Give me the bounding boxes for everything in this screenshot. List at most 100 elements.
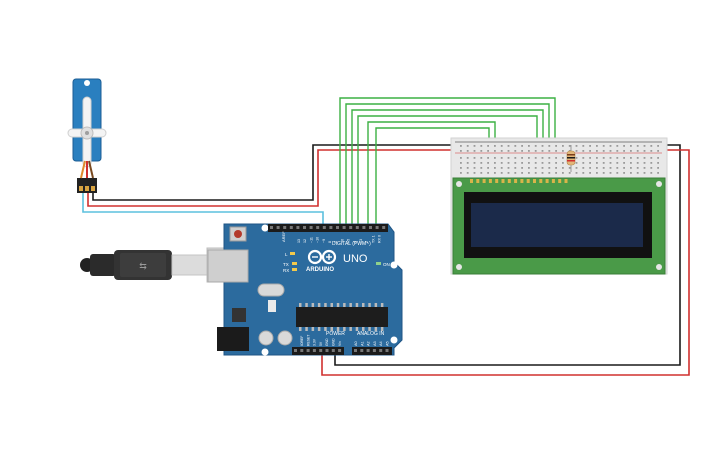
breadboard-hole[interactable] [596, 167, 598, 169]
breadboard-hole[interactable] [562, 157, 564, 159]
breadboard-hole[interactable] [630, 162, 632, 164]
breadboard-hole[interactable] [473, 157, 476, 159]
breadboard-hole[interactable] [473, 145, 476, 147]
breadboard-hole[interactable] [534, 167, 537, 169]
wire-servo-signal[interactable] [82, 193, 324, 225]
breadboard-hole[interactable] [643, 157, 646, 159]
breadboard-hole[interactable] [507, 150, 510, 152]
pin-hole[interactable] [276, 226, 280, 229]
breadboard-hole[interactable] [460, 145, 462, 147]
pin-hole[interactable] [336, 226, 339, 229]
pin-hole[interactable] [322, 226, 326, 229]
servo-motor[interactable] [67, 78, 107, 193]
breadboard-hole[interactable] [548, 172, 551, 174]
breadboard-hole[interactable] [541, 145, 544, 147]
pin-hole[interactable] [296, 226, 300, 229]
breadboard-hole[interactable] [643, 162, 646, 164]
breadboard-hole[interactable] [657, 145, 659, 147]
breadboard-hole[interactable] [507, 145, 510, 147]
breadboard-hole[interactable] [636, 172, 639, 174]
lcd-pin[interactable] [564, 179, 568, 183]
breadboard-hole[interactable] [480, 167, 483, 169]
breadboard-hole[interactable] [650, 167, 653, 169]
breadboard-hole[interactable] [480, 157, 483, 159]
breadboard-hole[interactable] [466, 162, 469, 164]
breadboard-hole[interactable] [636, 150, 639, 152]
breadboard-hole[interactable] [657, 162, 659, 164]
breadboard-hole[interactable] [616, 150, 619, 152]
lcd-pin[interactable] [488, 179, 492, 183]
pin-hole[interactable] [385, 349, 389, 352]
breadboard-hole[interactable] [534, 150, 537, 152]
breadboard-hole[interactable] [541, 162, 544, 164]
breadboard-hole[interactable] [500, 150, 503, 152]
breadboard-hole[interactable] [507, 157, 510, 159]
breadboard-hole[interactable] [473, 150, 476, 152]
breadboard-hole[interactable] [480, 162, 483, 164]
breadboard-hole[interactable] [657, 150, 659, 152]
lcd-pin[interactable] [470, 179, 473, 183]
breadboard-hole[interactable] [575, 157, 578, 159]
breadboard-hole[interactable] [555, 167, 557, 169]
pin-hole[interactable] [362, 226, 366, 229]
breadboard-hole[interactable] [534, 145, 537, 147]
breadboard-hole[interactable] [630, 145, 632, 147]
breadboard-hole[interactable] [602, 167, 605, 169]
breadboard-hole[interactable] [609, 172, 612, 174]
pin-hole[interactable] [316, 226, 320, 229]
breadboard-hole[interactable] [487, 162, 489, 164]
wire-gnd-rail[interactable] [334, 144, 681, 366]
breadboard-hole[interactable] [589, 172, 591, 174]
lcd-pin[interactable] [526, 179, 530, 183]
breadboard-hole[interactable] [575, 145, 578, 147]
breadboard-hole[interactable] [541, 167, 544, 169]
breadboard-hole[interactable] [494, 167, 496, 169]
pin-hole[interactable] [331, 349, 335, 352]
lcd-pin[interactable] [514, 179, 518, 183]
pin-hole[interactable] [306, 349, 310, 352]
breadboard-hole[interactable] [548, 162, 551, 164]
pin-hole[interactable] [382, 226, 386, 229]
lcd-pin[interactable] [520, 179, 524, 183]
breadboard-hole[interactable] [555, 172, 557, 174]
breadboard-hole[interactable] [562, 145, 564, 147]
breadboard-hole[interactable] [636, 162, 639, 164]
breadboard-hole[interactable] [636, 167, 639, 169]
breadboard-hole[interactable] [616, 157, 619, 159]
breadboard-hole[interactable] [494, 157, 496, 159]
breadboard-hole[interactable] [630, 167, 632, 169]
breadboard-hole[interactable] [568, 145, 571, 147]
breadboard-hole[interactable] [541, 157, 544, 159]
breadboard-hole[interactable] [602, 157, 605, 159]
breadboard-hole[interactable] [643, 150, 646, 152]
wire-servo-ground[interactable] [92, 144, 463, 201]
pin-hole[interactable] [338, 349, 342, 352]
breadboard-hole[interactable] [466, 145, 469, 147]
breadboard-hole[interactable] [555, 150, 557, 152]
breadboard-hole[interactable] [514, 162, 517, 164]
breadboard-hole[interactable] [548, 150, 551, 152]
breadboard-hole[interactable] [582, 167, 585, 169]
breadboard-hole[interactable] [562, 172, 564, 174]
breadboard-hole[interactable] [650, 145, 653, 147]
breadboard-hole[interactable] [494, 150, 496, 152]
breadboard-hole[interactable] [623, 162, 625, 164]
breadboard-hole[interactable] [623, 172, 625, 174]
breadboard-hole[interactable] [589, 145, 591, 147]
breadboard-hole[interactable] [460, 150, 462, 152]
breadboard-hole[interactable] [487, 172, 489, 174]
breadboard-hole[interactable] [582, 157, 585, 159]
lcd-16x2[interactable] [452, 177, 666, 275]
lcd-pin[interactable] [545, 179, 549, 183]
breadboard-hole[interactable] [514, 150, 517, 152]
breadboard-hole[interactable] [534, 162, 537, 164]
breadboard-hole[interactable] [616, 162, 619, 164]
pin-hole[interactable] [329, 226, 333, 229]
breadboard-hole[interactable] [602, 172, 605, 174]
pin-hole[interactable] [366, 349, 370, 352]
breadboard-hole[interactable] [514, 167, 517, 169]
power-header[interactable] [292, 347, 344, 355]
pin-hole[interactable] [379, 349, 383, 352]
breadboard-hole[interactable] [582, 172, 585, 174]
breadboard-hole[interactable] [541, 150, 544, 152]
